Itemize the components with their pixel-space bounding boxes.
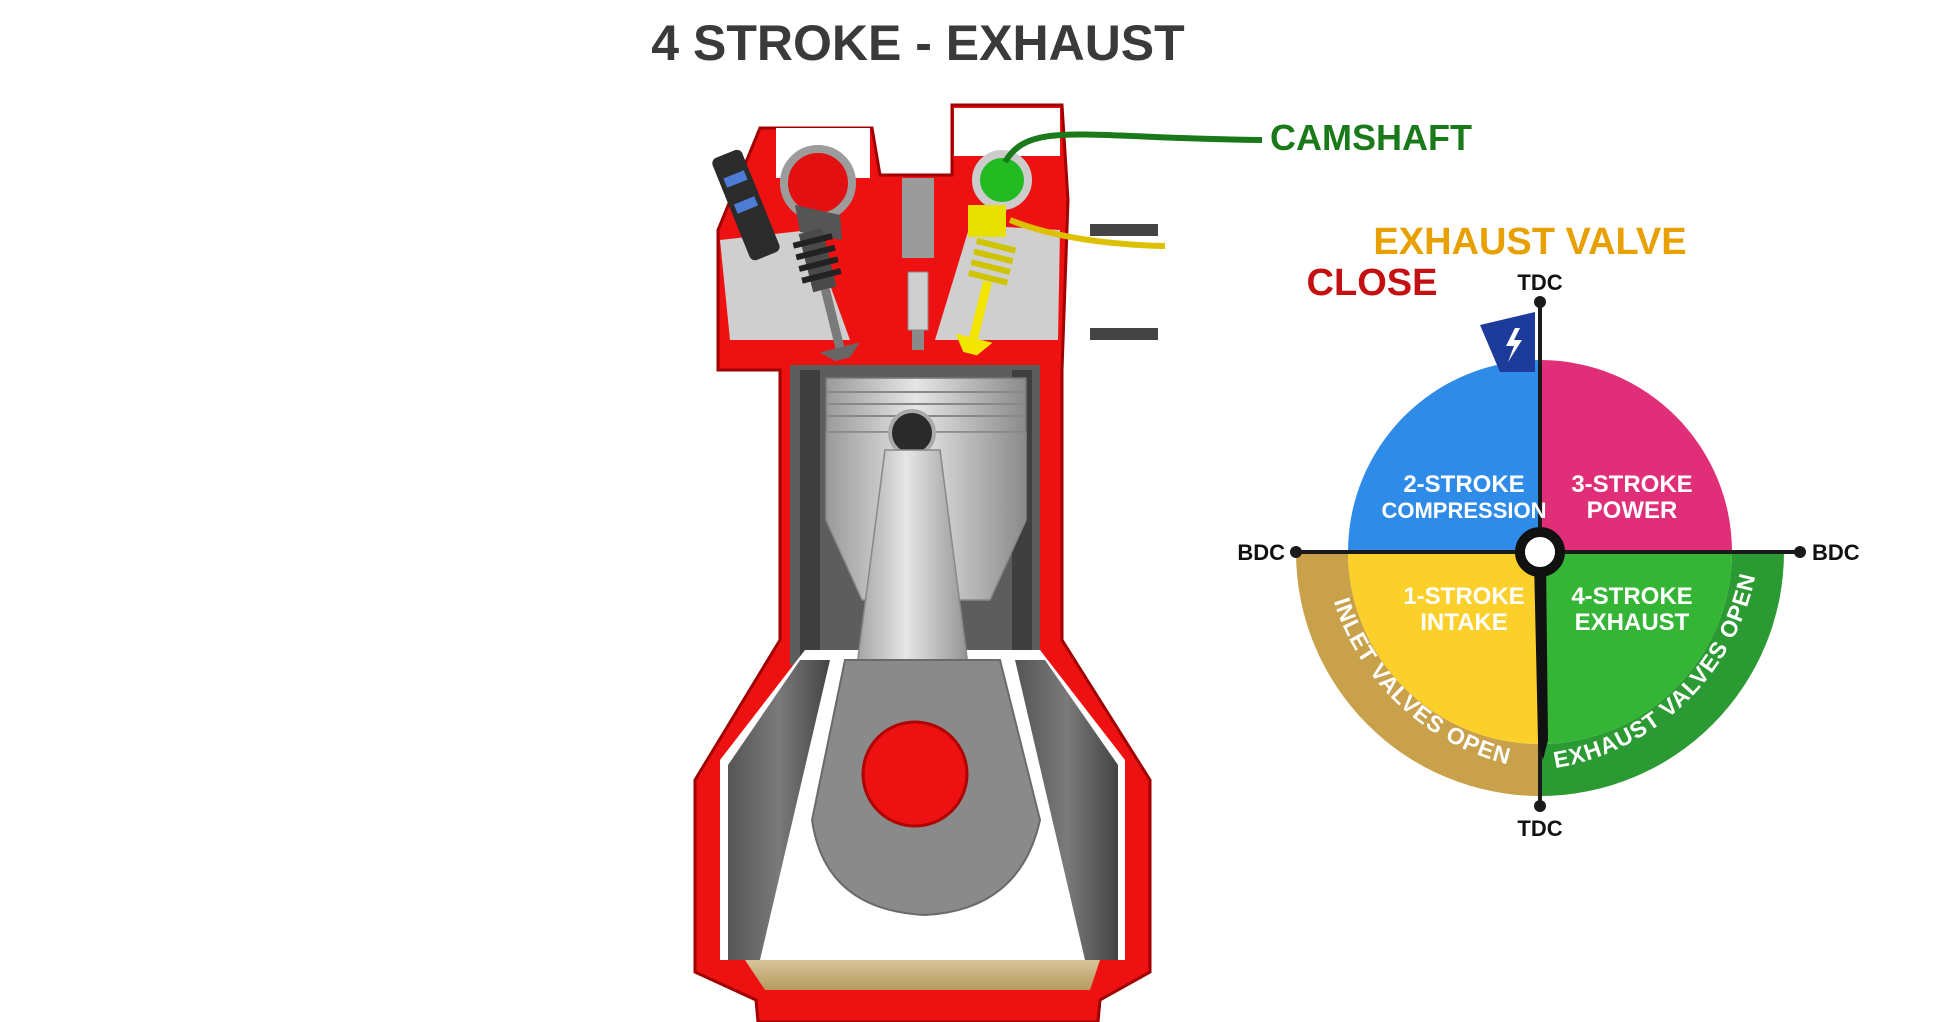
intake-cam-icon [784, 149, 852, 217]
close-label: CLOSE [1307, 262, 1438, 304]
bdc-left-label: BDC [1237, 540, 1285, 565]
spark-flag [1480, 312, 1535, 372]
bdc-right-label: BDC [1812, 540, 1860, 565]
exhaust-label-line2: EXHAUST [1575, 609, 1690, 636]
wheel-hub [1520, 532, 1560, 572]
power-label-line1: 3-STROKE [1571, 471, 1692, 498]
intake-label-line1: 1-STROKE [1403, 583, 1524, 610]
cycle-wheel: TDC TDC BDC BDC 2-STROKE COMPRESSION 3-S… [1237, 270, 1859, 841]
oil-sump [745, 960, 1100, 990]
compression-quadrant [1348, 360, 1540, 552]
crankshaft [863, 722, 967, 826]
compression-label-line1: 2-STROKE [1403, 471, 1524, 498]
intake-label-line2: INTAKE [1420, 609, 1508, 636]
camshaft-label: CAMSHAFT [1270, 117, 1472, 158]
power-label-line2: POWER [1587, 497, 1678, 524]
page-title: 4 STROKE - EXHAUST [651, 15, 1184, 71]
camshaft-lobe-icon [976, 154, 1028, 206]
compression-label-line2: COMPRESSION [1381, 498, 1546, 523]
exhaust-valve-label: EXHAUST VALVE [1373, 221, 1686, 263]
tdc-top-label: TDC [1517, 270, 1562, 295]
wrist-pin [890, 411, 934, 455]
exhaust-label-line1: 4-STROKE [1571, 583, 1692, 610]
tdc-bottom-label: TDC [1517, 816, 1562, 841]
